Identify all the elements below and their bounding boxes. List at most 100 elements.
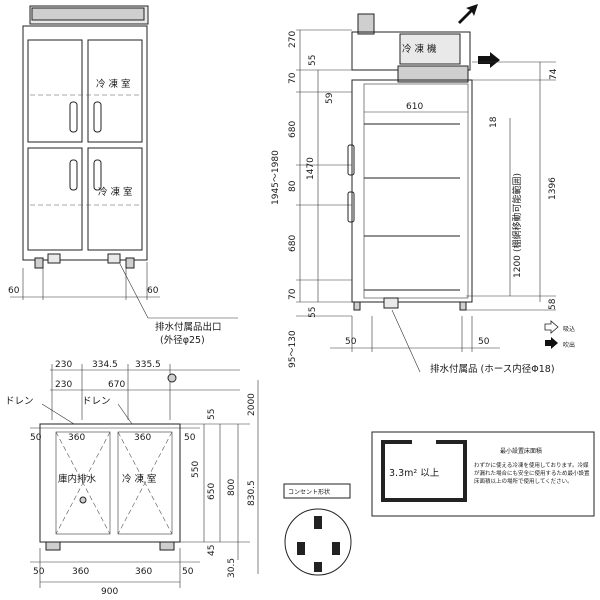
outlet-pin-left [297, 542, 305, 555]
side-view: 冷 凍 機 270 70 680 80 680 70 55 1945～198 [271, 4, 575, 375]
side-dim-foot: 95～130 [288, 330, 298, 368]
side-dim-50-right: 50 [478, 337, 490, 347]
side-exhaust-duct [357, 13, 375, 35]
side-dim-1200: 1200 [513, 255, 523, 278]
front-door-bottom-right [87, 147, 143, 251]
plan-dim-30-5: 30.5 [227, 558, 237, 578]
install-title: 最小設置床面積 [500, 447, 542, 455]
side-handle-top [347, 144, 355, 176]
plan-drain-right: ドレン [82, 396, 111, 407]
legend-intake-icon [544, 320, 559, 334]
plan-right-label: 冷 凍 室 [122, 473, 157, 485]
side-dim-270: 270 [288, 31, 298, 48]
install-area: 3.3m² 以上 最小設置床面積 わずかに使える冷凍を使用しております。冷媒が漏… [371, 431, 595, 517]
front-handle-1 [69, 101, 78, 133]
plan-compartment-right [117, 431, 173, 535]
plan-compartment-left [55, 431, 111, 535]
plan-foot-right [159, 541, 175, 551]
front-dim-right: 60 [147, 286, 159, 296]
side-dim-55b: 55 [308, 307, 318, 318]
front-drain-note: (外径φ25) [160, 334, 205, 346]
side-dim-55a: 55 [308, 55, 318, 66]
legend-intake-label: 吸込 [563, 325, 575, 333]
front-handle-4 [93, 159, 102, 191]
install-floor-gap [412, 440, 436, 446]
plan-left-label: 庫内排水 [58, 473, 97, 485]
plan-dim-row1-2: 335.5 [135, 360, 161, 370]
plan-drain-left: ドレン [5, 396, 34, 407]
plan-dim-2000: 2000 [247, 393, 257, 416]
side-compressor [397, 65, 469, 83]
front-handle-2 [93, 101, 102, 133]
front-cabinet [22, 25, 148, 261]
install-frame [371, 431, 595, 517]
side-dim-18: 18 [489, 116, 499, 128]
side-exhaust-arrow [458, 4, 478, 24]
plan-view: 230 334.5 335.5 230 670 ドレン ドレン 庫内排水 冷 凍… [5, 360, 259, 597]
plan-dim-row1-0: 230 [55, 360, 72, 370]
side-foot-right [459, 301, 467, 311]
plan-dim-650: 650 [207, 483, 217, 500]
front-dim-left: 60 [8, 286, 20, 296]
side-dim-height-total: 1945～1980 [271, 150, 281, 205]
plan-col-top-3: 50 [184, 433, 196, 443]
side-dim-80: 80 [288, 180, 298, 192]
outlet-title-box [283, 483, 351, 499]
front-drain-box-left [47, 253, 61, 264]
front-top-label: 冷 凍 室 [96, 78, 131, 90]
plan-dim-830-5: 830.5 [247, 480, 257, 506]
front-drain-label: 排水付属品出口 [155, 321, 222, 333]
plan-dim-row1-1: 334.5 [92, 360, 118, 370]
outlet-pin-top [314, 516, 322, 529]
outlet-pin-ground [314, 562, 322, 572]
side-hose-label: 排水付属品 (ホース内径Φ18) [430, 363, 555, 375]
front-handle-3 [69, 159, 78, 191]
front-drain-box-right [107, 253, 121, 264]
install-note-wrap: わずかに使える冷凍を使用しております。冷媒が漏れた場合にも安全に使用するため最小… [474, 463, 590, 485]
install-note: わずかに使える冷凍を使用しております。冷媒が漏れた場合にも安全に使用するため最小… [474, 463, 590, 485]
side-dim-680a: 680 [288, 121, 298, 138]
side-dim-70a: 70 [288, 72, 298, 84]
legend-exhaust-label: 吹出 [563, 341, 575, 349]
side-drain-box [383, 297, 399, 309]
side-intake-arrow [478, 52, 500, 68]
side-dim-680b: 680 [288, 235, 298, 252]
plan-col-bottom-1: 360 [72, 567, 89, 577]
front-foot-right [125, 257, 135, 269]
plan-dim-800: 800 [227, 479, 237, 496]
side-dim-610: 610 [406, 102, 423, 112]
plan-foot-left [45, 541, 61, 551]
side-cabinet [351, 79, 473, 303]
side-dim-74: 74 [549, 68, 559, 80]
side-dim-height-inner: 1470 [306, 157, 316, 180]
plan-dim-row2-0: 230 [55, 380, 72, 390]
side-handle-bottom [347, 191, 355, 223]
plan-dim-row2-1: 670 [108, 380, 125, 390]
plan-col-bottom-0: 50 [33, 567, 45, 577]
side-unit-label: 冷 凍 機 [402, 43, 437, 55]
plan-col-bottom-2: 360 [135, 567, 152, 577]
outlet-pin-right [332, 542, 340, 555]
side-dim-59: 59 [325, 92, 335, 104]
side-dim-1396: 1396 [548, 177, 558, 200]
side-foot-left [353, 301, 361, 311]
side-dim-70b: 70 [288, 288, 298, 300]
plan-col-top-2: 360 [134, 433, 151, 443]
side-dim-58: 58 [548, 298, 558, 310]
plan-col-top-1: 360 [68, 433, 85, 443]
front-top-grille [31, 7, 145, 21]
side-shelf-range-note: (棚網移動可能範囲) [511, 173, 523, 252]
plan-width-total: 900 [101, 587, 118, 597]
plan-dim-55: 55 [207, 409, 217, 420]
front-door-top-left [27, 39, 83, 143]
plan-drain-marker [167, 373, 177, 383]
front-door-bottom-left [27, 147, 83, 251]
plan-dim-550: 550 [191, 461, 201, 478]
plan-col-bottom-3: 50 [182, 567, 194, 577]
outlet-plug-icon [284, 508, 352, 576]
side-inner-wall [363, 83, 469, 299]
side-unit-inner [399, 33, 461, 65]
front-door-top-right [87, 39, 143, 143]
